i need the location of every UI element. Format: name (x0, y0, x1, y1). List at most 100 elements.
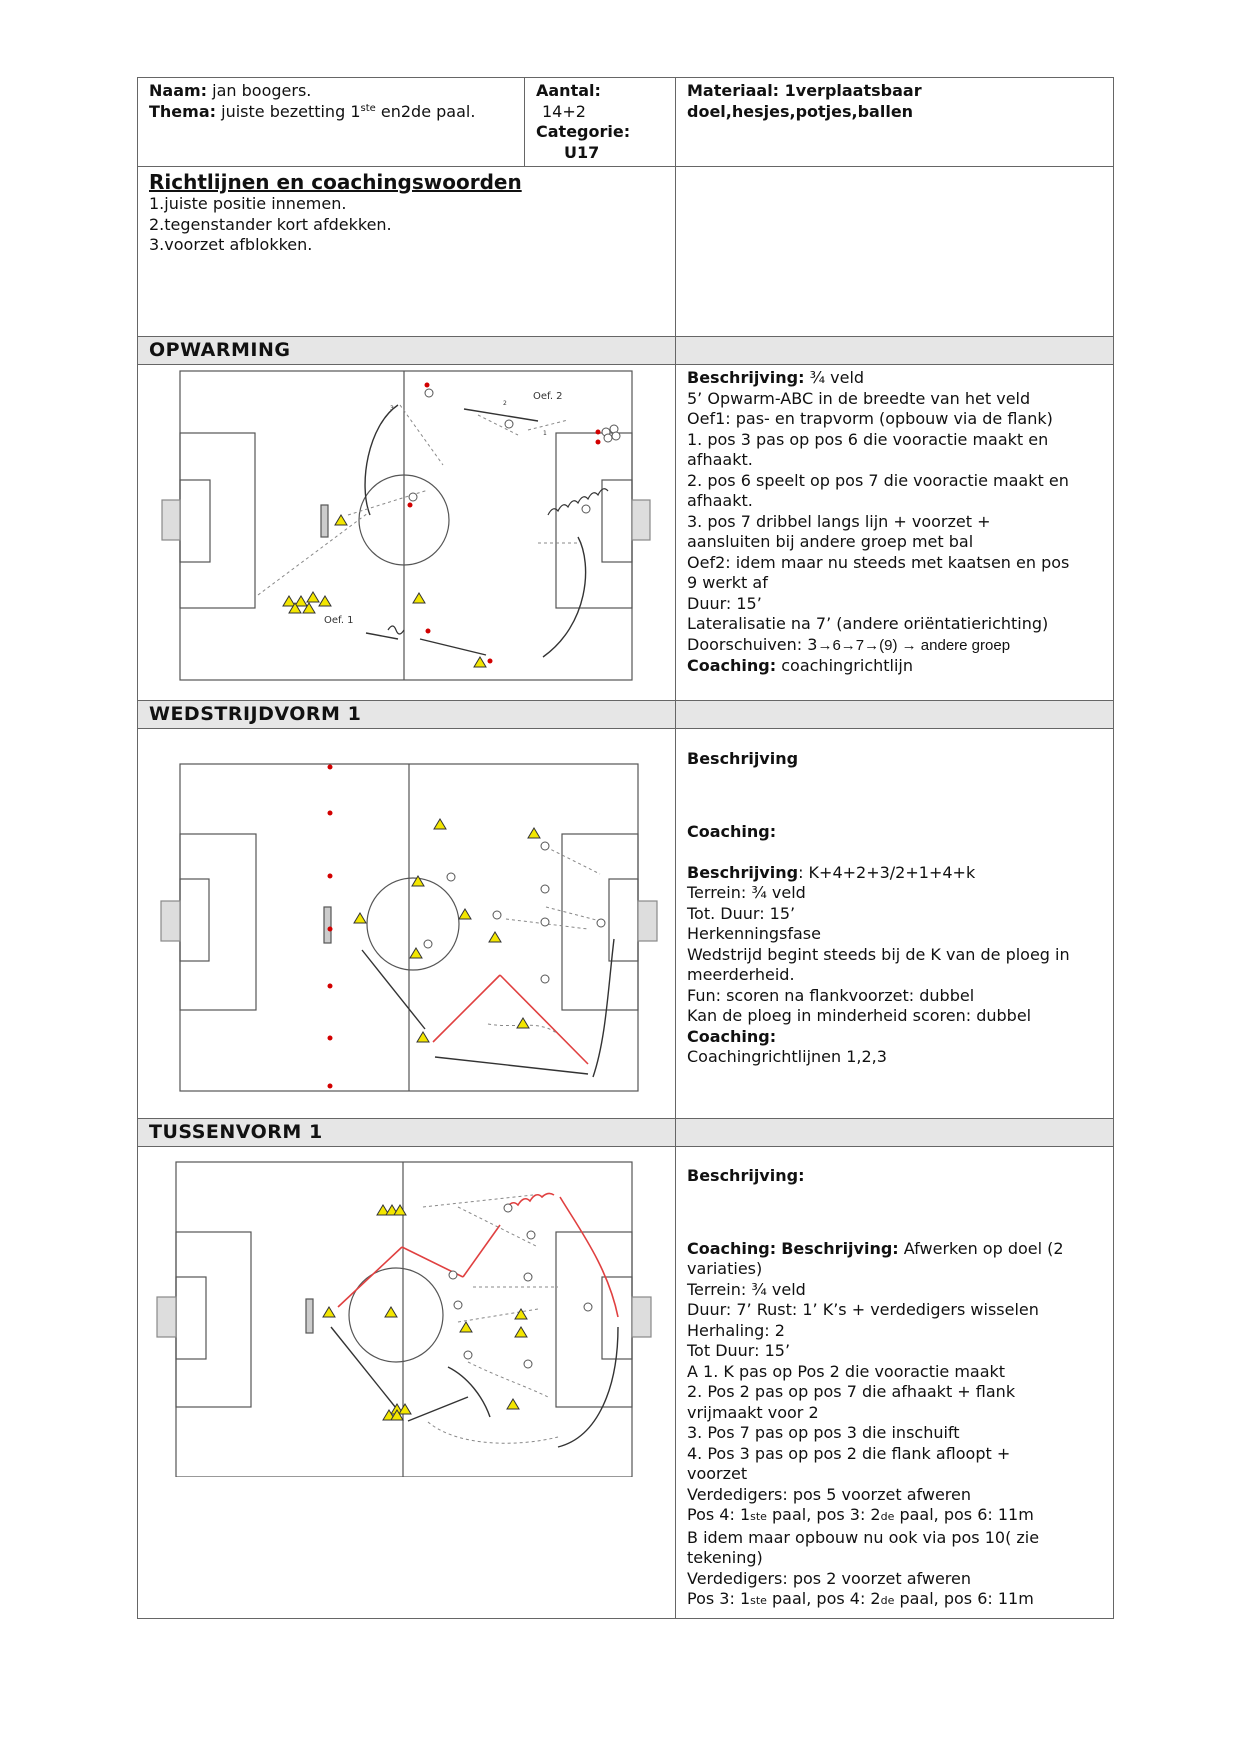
tussenvorm-line: Duur: 7’ Rust: 1’ K’s + verdedigers wiss… (687, 1300, 1039, 1319)
tussenvorm-line: 3. Pos 7 pas op pos 3 die inschuift (687, 1423, 960, 1442)
thema-value: juiste bezetting 1 (221, 101, 361, 121)
richtlijnen-empty-cell (675, 166, 1114, 337)
naam-label: Naam: (149, 81, 208, 100)
tussenvorm-line: Herhaling: 2 (687, 1320, 785, 1340)
opwarming-line: 5’ Opwarm-ABC in de breedte van het veld (687, 388, 1031, 408)
tussenvorm-line: Tot Duur: 15’ (687, 1341, 791, 1360)
opwarming-desc-cell: Beschrijving: ¾ veld 5’ Opwarm-ABC in de… (675, 364, 1114, 701)
oef1-label: Oef. 1 (324, 615, 354, 626)
richtlijn-item-2: 2.tegenstander kort afdekken. (149, 214, 392, 234)
right-goal (637, 900, 658, 942)
categorie-label: Categorie: (536, 122, 631, 141)
materiaal-line2: doel,hesjes,potjes,ballen (687, 101, 914, 121)
opwarming-diagram-cell: Oef. 1 Oef. 2 2 3 1 (137, 364, 676, 701)
doorschuiven-a: Doorschuiven: 3 (687, 634, 818, 654)
left-penalty-box (179, 432, 256, 609)
tussenvorm-line: voorzet (687, 1464, 748, 1483)
tussenvorm-title: TUSSENVORM 1 (149, 1121, 323, 1143)
mobile-goal (320, 504, 329, 538)
tussenvorm-coaching-label: Coaching: (687, 1238, 777, 1258)
opwarming-head: OPWARMING (137, 336, 676, 365)
wedstrijdvorm-head: WEDSTRIJDVORM 1 (137, 700, 676, 729)
center-circle (366, 877, 460, 971)
opwarming-diagram: Oef. 1 Oef. 2 2 3 1 (161, 370, 651, 681)
tussenvorm-head: TUSSENVORM 1 (137, 1118, 676, 1147)
doorschuiven-b: →6→7→(9) → andere groep (817, 636, 1011, 654)
opwarming-line: Oef2: idem maar nu steeds met kaatsen en… (687, 552, 1070, 572)
tussenvorm-line: variaties) (687, 1259, 763, 1278)
thema-label: Thema: (149, 101, 217, 121)
tussenvorm-beschrijving1: Beschrijving: (687, 1166, 805, 1185)
opwarming-line: 2. pos 6 speelt op pos 7 die vooractie m… (687, 470, 1069, 490)
naam-cell: Naam: jan boogers. Thema: juiste bezetti… (137, 77, 525, 167)
oef2-label: Oef. 2 (533, 391, 563, 402)
tussenvorm-line: 2. Pos 2 pas op pos 7 die afhaakt + flan… (687, 1382, 1016, 1401)
wedstrijdvorm-line: Terrein: ¾ veld (687, 883, 806, 902)
wedstrijdvorm-desc-cell: Beschrijving Coaching: Beschrijving: K+4… (675, 728, 1114, 1119)
left-penalty-box (179, 833, 257, 1011)
pitch-outline (175, 1161, 633, 1477)
opwarming-head-right (675, 336, 1114, 365)
left-penalty-box (175, 1231, 252, 1408)
center-circle (348, 1267, 444, 1363)
thema-sup: ste (360, 102, 376, 114)
wedstrijdvorm-line: Herkenningsfase (687, 924, 821, 943)
right-goal (631, 1296, 652, 1338)
wedstrijdvorm-coaching1: Coaching: (687, 821, 777, 841)
tussenvorm-line: Verdedigers: pos 5 voorzet afweren (687, 1484, 971, 1504)
tussenvorm-line: B idem maar opbouw nu ook via pos 10( zi… (687, 1527, 1040, 1547)
wedstrijdvorm-beschrijving1: Beschrijving (687, 749, 799, 768)
left-goal-area (175, 1276, 207, 1360)
aantal-cell: Aantal: 14+2 Categorie: U17 (524, 77, 676, 167)
wedstrijdvorm-title: WEDSTRIJDVORM 1 (149, 703, 362, 725)
pitch-outline (179, 370, 633, 681)
materiaal-cell: Materiaal: 1verplaatsbaar doel,hesjes,po… (675, 77, 1114, 167)
tussenvorm-diagram-cell (137, 1146, 676, 1619)
right-penalty-box (555, 432, 633, 609)
opwarming-line: 3. pos 7 dribbel langs lijn + voorzet + (687, 511, 991, 531)
right-penalty-box (555, 1231, 633, 1408)
wedstrijdvorm-line: Fun: scoren na flankvoorzet: dubbel (687, 985, 975, 1005)
left-goal (160, 900, 181, 942)
opwarming-line: Duur: 15’ (687, 593, 762, 613)
tussenvorm-line: vrijmaakt voor 2 (687, 1402, 819, 1422)
tussenvorm-beschrijving-label: Beschrijving: (781, 1238, 899, 1258)
richtlijn-item-1: 1.juiste positie innemen. (149, 194, 347, 213)
aantal-label: Aantal: (536, 81, 601, 100)
aantal-value: 14+2 (542, 101, 586, 121)
wedstrijdvorm-coaching-label: Coaching: (687, 1026, 777, 1046)
right-goal (631, 499, 651, 541)
wedstrijdvorm-line: meerderheid. (687, 965, 795, 984)
mobile-goal (323, 906, 332, 944)
tussenvorm-line: tekening) (687, 1548, 763, 1567)
tussenvorm-desc-cell: Beschrijving: Coaching: Beschrijving: Af… (675, 1146, 1114, 1619)
materiaal-line1: Materiaal: 1verplaatsbaar (687, 81, 922, 100)
wedstrijdvorm-beschrijving-value: : K+4+2+3/2+1+4+k (798, 862, 976, 882)
opwarming-title: OPWARMING (149, 339, 291, 361)
wedstrijdvorm-line: Kan de ploeg in minderheid scoren: dubbe… (687, 1006, 1032, 1025)
tussenvorm-line: A 1. K pas op Pos 2 die vooractie maakt (687, 1361, 1006, 1381)
wedstrijdvorm-line: Wedstrijd begint steeds bij de K van de … (687, 944, 1070, 964)
tussenvorm-diagram (156, 1161, 652, 1477)
richtlijnen-title: Richtlijnen en coachingswoorden (149, 170, 522, 194)
wedstrijdvorm-beschrijving-label: Beschrijving (687, 862, 799, 882)
opwarming-line: afhaakt. (687, 450, 753, 469)
richtlijnen-cell: Richtlijnen en coachingswoorden 1.juiste… (137, 166, 676, 337)
wedstrijdvorm-head-right (675, 700, 1114, 729)
tussenvorm-head-right (675, 1118, 1114, 1147)
opwarming-line: 1. pos 3 pas op pos 6 die vooractie maak… (687, 429, 1049, 449)
opwarming-coaching-value: coachingrichtlijn (781, 656, 914, 675)
tussenvorm-line: Terrein: ¾ veld (687, 1279, 806, 1299)
left-goal-area (179, 479, 211, 563)
training-sheet: Naam: jan boogers. Thema: juiste bezetti… (137, 77, 1114, 1619)
opwarming-line: afhaakt. (687, 491, 753, 510)
wedstrijdvorm-line: Tot. Duur: 15’ (687, 903, 796, 923)
right-goal-area (601, 479, 633, 563)
mobile-goal (305, 1298, 314, 1334)
tussenvorm-line: Verdedigers: pos 2 voorzet afweren (687, 1568, 971, 1588)
categorie-value: U17 (564, 142, 600, 162)
opwarming-line: Lateralisatie na 7’ (andere oriëntatieri… (687, 614, 1049, 633)
opwarming-line: 9 werkt af (687, 573, 768, 592)
arrow-number-2: 2 (503, 400, 507, 407)
wedstrijdvorm-diagram-cell (137, 728, 676, 1119)
